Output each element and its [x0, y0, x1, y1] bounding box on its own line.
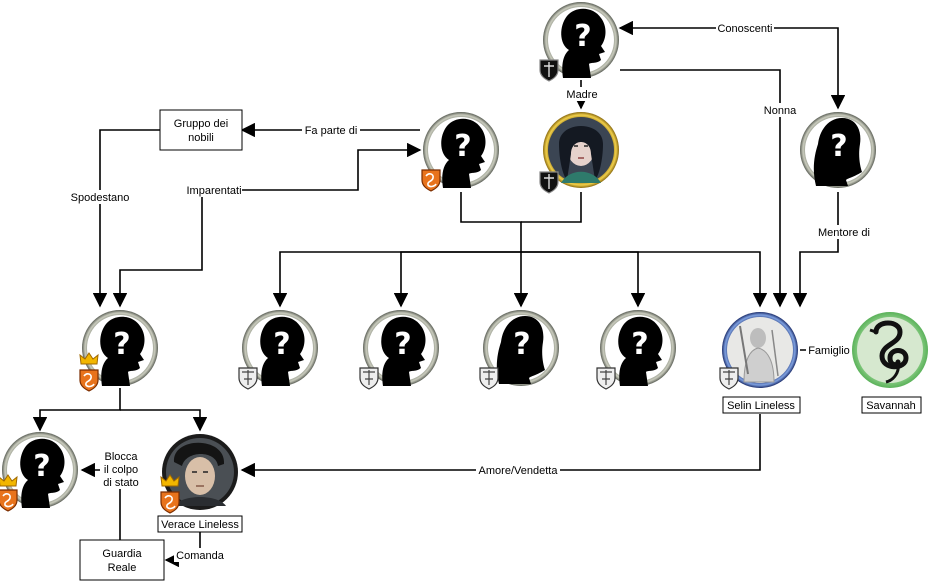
edge-amore-vendetta	[240, 414, 761, 478]
edge-nonna	[620, 69, 788, 308]
edge-king-children	[32, 388, 121, 432]
node-padre-token[interactable]	[421, 112, 499, 192]
label-spodestano: Spodestano	[71, 192, 130, 204]
heraldic-shield-icon	[79, 369, 99, 392]
verace-label: Verace Lineless	[161, 519, 239, 531]
node-figlio-3-token[interactable]	[479, 310, 559, 390]
heraldic-shield-icon	[596, 367, 616, 390]
node-verace-token[interactable]	[160, 434, 238, 514]
selin-label: Selin Lineless	[727, 400, 795, 412]
edge-spodestano	[92, 129, 160, 308]
guardia-label-line1: Guardia	[102, 548, 142, 560]
edge-mentore-di	[792, 192, 839, 308]
heraldic-shield-icon	[359, 367, 379, 390]
node-nonna-token[interactable]	[539, 2, 619, 82]
label-nonna: Nonna	[764, 105, 797, 117]
snake-icon	[873, 320, 909, 370]
gruppo-label-line2: nobili	[188, 132, 214, 144]
edge-king-verace	[120, 409, 208, 432]
label-blocca-1: Blocca	[104, 451, 138, 463]
label-famiglio: Famiglio	[808, 345, 850, 357]
label-mentore-di: Mentore di	[818, 227, 870, 239]
edge-parent-mother	[521, 192, 582, 223]
edge-conoscenti	[618, 20, 846, 110]
label-conoscenti: Conoscenti	[717, 23, 772, 35]
label-blocca-3: di stato	[103, 477, 138, 489]
node-figlio-1-token[interactable]	[238, 310, 318, 390]
edge-child-selin	[521, 251, 768, 308]
node-erede-token[interactable]	[0, 432, 78, 512]
node-figlio-2-token[interactable]	[359, 310, 439, 390]
node-re-token[interactable]	[79, 310, 158, 392]
node-guardia-reale[interactable]: Guardia Reale	[79, 539, 165, 581]
node-savannah-token[interactable]	[852, 312, 928, 388]
guardia-label-line2: Reale	[108, 562, 137, 574]
label-blocca-2: il colpo	[104, 464, 138, 476]
node-mentore-token[interactable]	[800, 112, 876, 188]
edge-labels: Conoscenti Madre Nonna Fa parte di Impar…	[68, 21, 873, 562]
edge-imparentati	[112, 142, 422, 308]
savannah-label: Savannah	[866, 400, 916, 412]
heraldic-shield-icon	[539, 59, 559, 82]
heraldic-shield-icon	[0, 489, 18, 512]
label-amore-vendetta: Amore/Vendetta	[479, 465, 559, 477]
heraldic-shield-icon	[539, 171, 559, 194]
edge-parent-father	[460, 192, 522, 236]
heraldic-shield-icon	[479, 367, 499, 390]
label-fa-parte-di: Fa parte di	[305, 125, 358, 137]
node-gruppo-dei-nobili[interactable]: Gruppo dei nobili	[159, 109, 243, 151]
heraldic-shield-icon	[719, 367, 739, 390]
node-selin-token[interactable]	[719, 312, 798, 390]
node-figlio-4-token[interactable]	[596, 310, 676, 390]
label-madre: Madre	[566, 89, 597, 101]
unknown-silhouette-icon	[800, 112, 876, 188]
label-imparentati: Imparentati	[186, 185, 241, 197]
edge-child-2	[393, 251, 521, 308]
heraldic-shield-icon	[160, 491, 180, 514]
heraldic-shield-icon	[238, 367, 258, 390]
node-madre-token[interactable]	[539, 112, 619, 194]
gruppo-label-line1: Gruppo dei	[174, 118, 228, 130]
label-comanda: Comanda	[176, 550, 225, 562]
heraldic-shield-icon	[421, 169, 441, 192]
edge-child-4	[521, 251, 646, 308]
